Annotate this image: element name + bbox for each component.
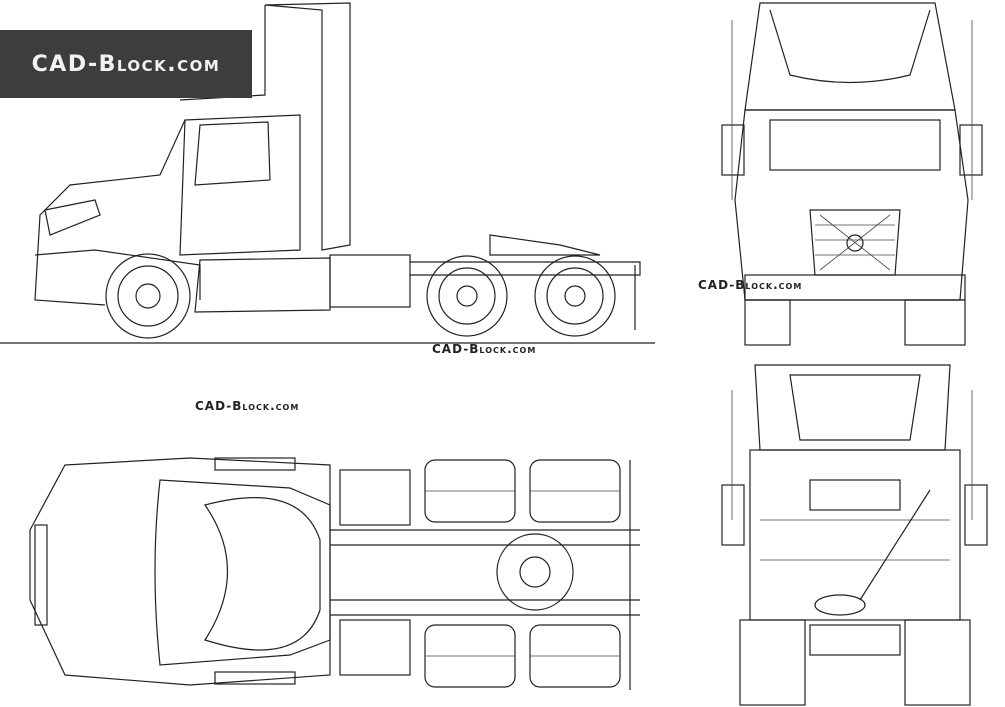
watermark-front-view: CAD-Block.com [698,278,803,292]
site-logo-banner: CAD-Block.com [0,30,252,98]
front-view [721,2,983,346]
side-view [0,2,655,344]
rear-view [721,364,988,706]
watermark-top-view: CAD-Block.com [195,399,300,413]
top-view [29,457,640,690]
watermark-side-view: CAD-Block.com [432,342,537,356]
